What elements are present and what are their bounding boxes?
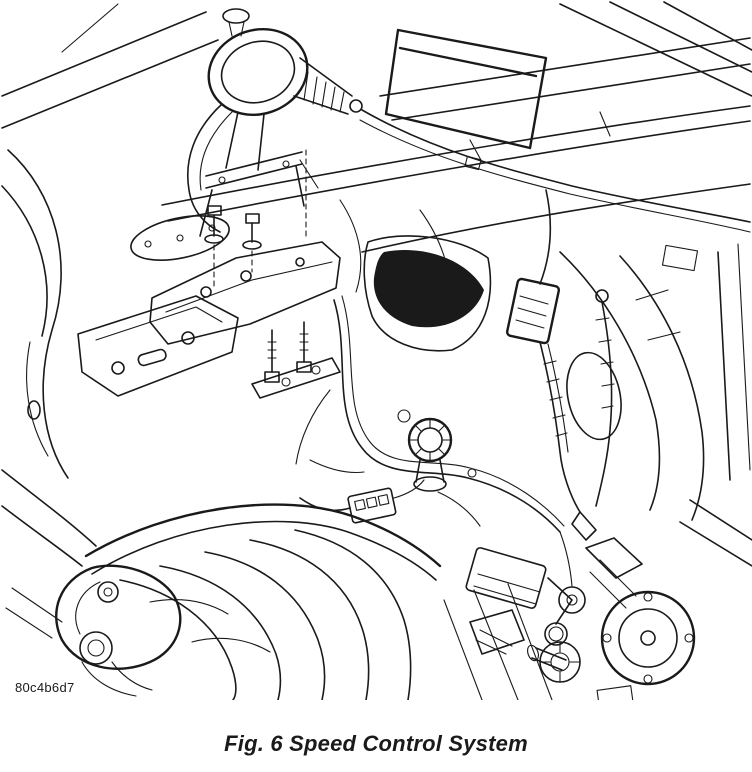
- throttle-body: [585, 537, 696, 686]
- harness-connector: [299, 479, 425, 524]
- figure-code: 80c4b6d7: [15, 680, 75, 695]
- bracket-hardware: [204, 149, 341, 399]
- oil-filler-cap: [397, 409, 453, 492]
- engine-bay-line-art: [1, 1, 752, 700]
- speed-control-cable-loop: [333, 295, 573, 587]
- speed-control-cable-upper: [359, 109, 751, 233]
- mounting-bracket: [149, 241, 341, 345]
- support-tray: [77, 295, 239, 397]
- valve-cover: [55, 564, 182, 697]
- hood-cowl-lines: [1, 1, 752, 253]
- figure-caption: Fig. 6 Speed Control System: [224, 731, 528, 756]
- firewall-opening: [130, 215, 230, 261]
- air-box: [384, 28, 548, 150]
- misc-engine-lines: [295, 199, 481, 527]
- strut-tower: [559, 251, 705, 521]
- engine-block-details: [443, 547, 634, 700]
- cable-connector-block: [505, 189, 615, 541]
- cowl-shadow-panel: [363, 235, 492, 352]
- throttle-linkage: [527, 577, 586, 671]
- intake-manifold: [84, 503, 442, 700]
- right-edge-structure: [661, 243, 752, 567]
- fender-lines: [1, 149, 97, 639]
- servo-support-bracket: [199, 111, 305, 237]
- speed-control-servo: [186, 8, 363, 233]
